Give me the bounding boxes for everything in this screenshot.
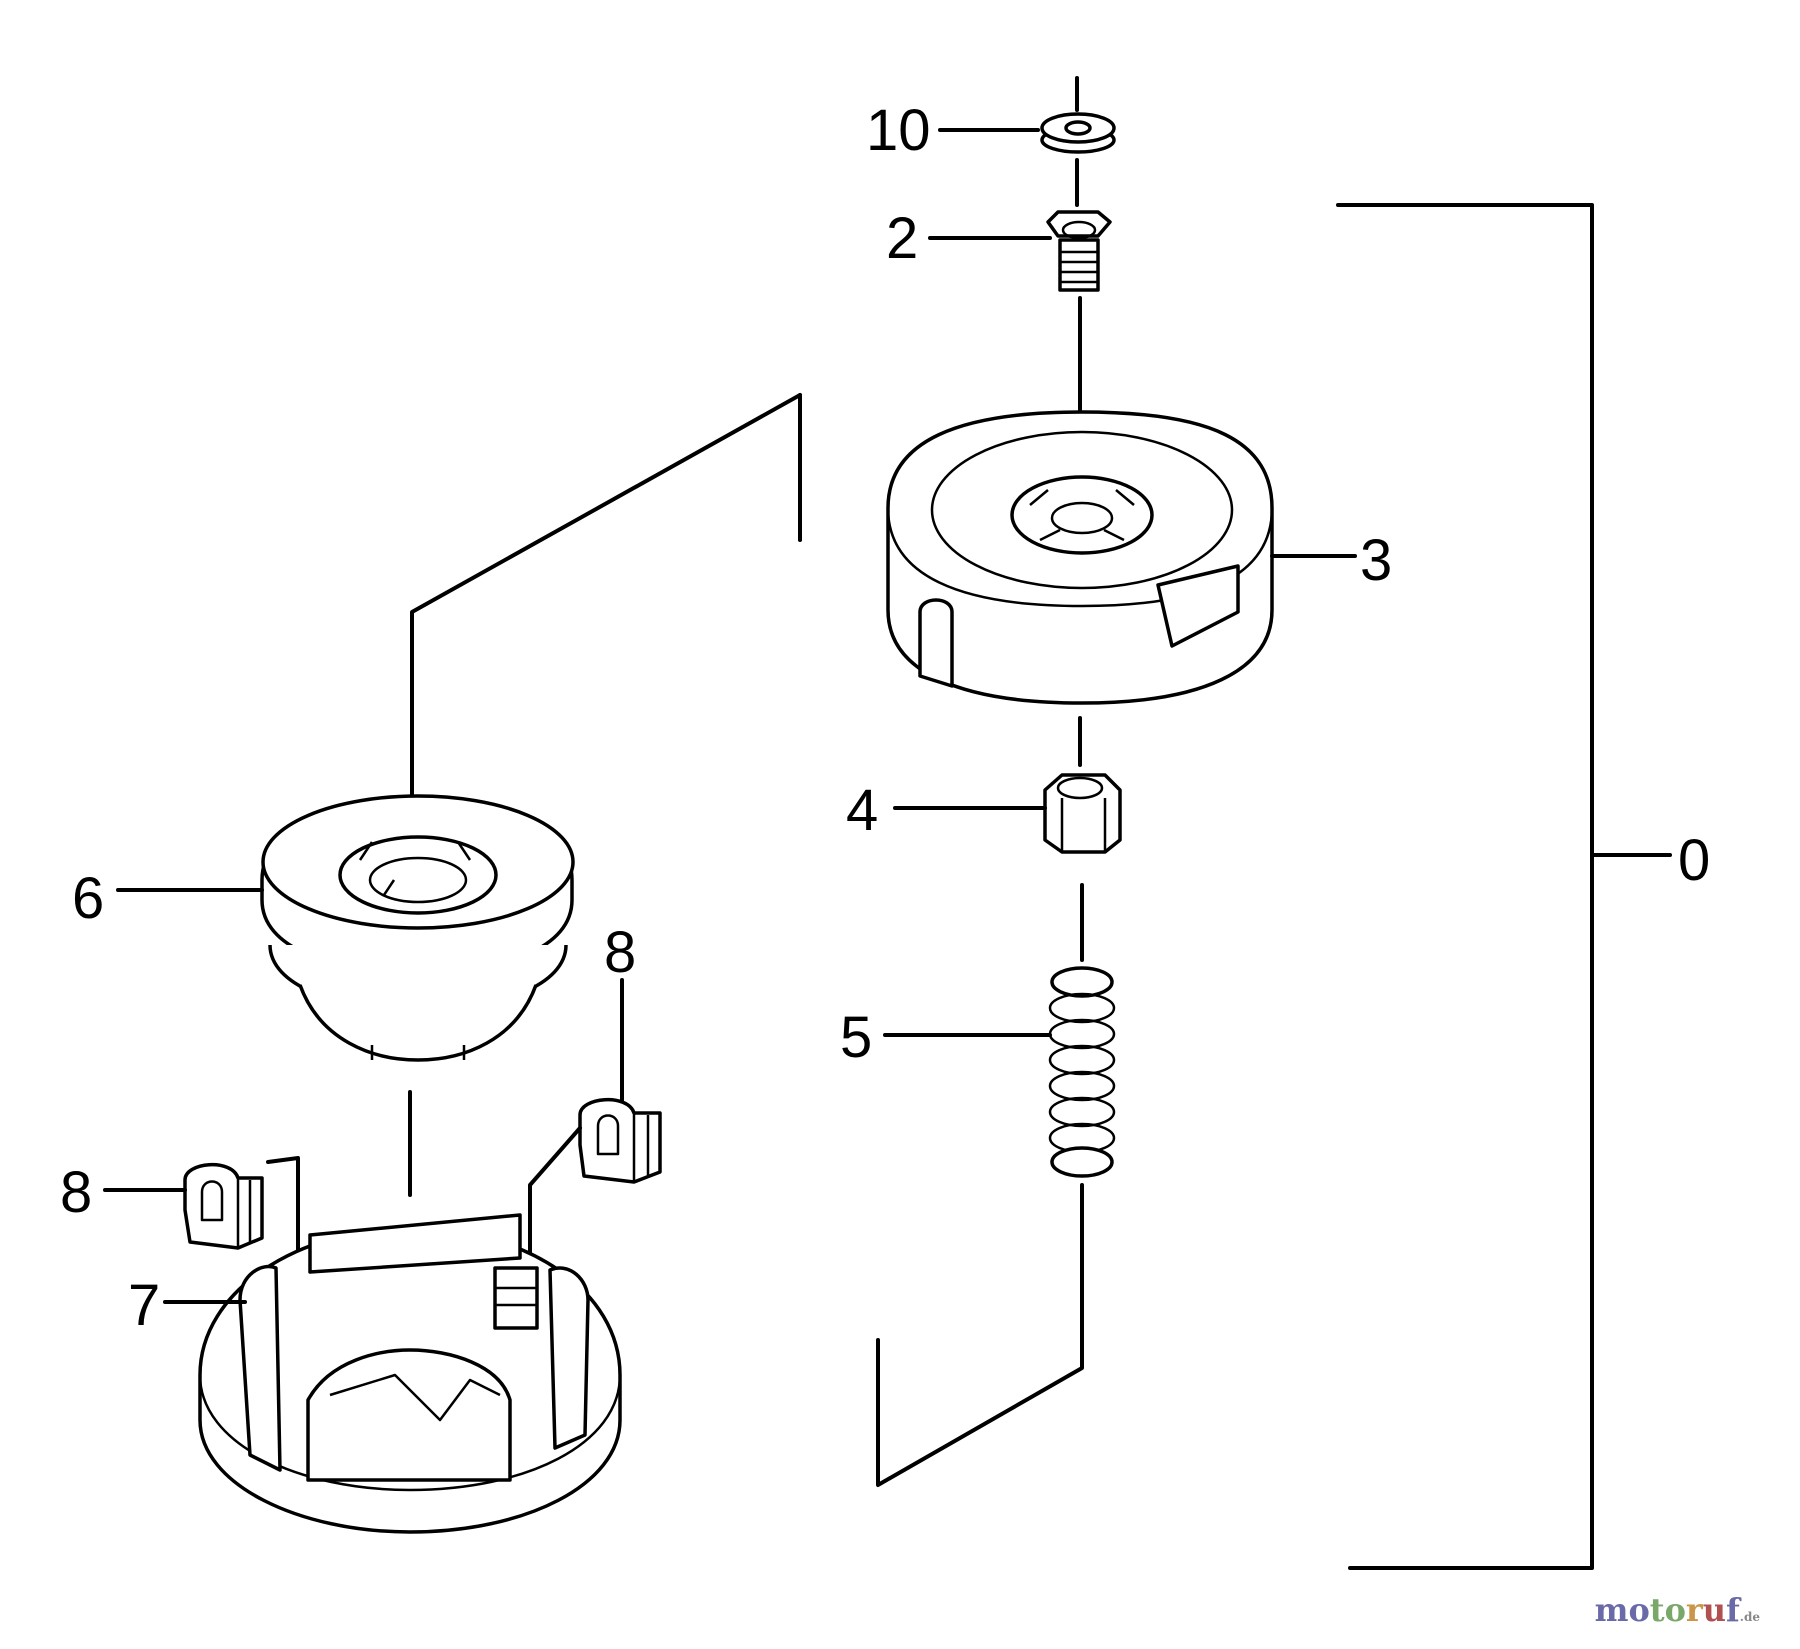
callout-3: 3 <box>1360 528 1392 593</box>
spring-part-5 <box>1048 966 1116 1178</box>
eyelet-part-8-left <box>183 1163 264 1250</box>
watermark-part: r <box>1685 1591 1703 1629</box>
callout-8-left: 8 <box>60 1160 92 1225</box>
assembly-bracket <box>1336 203 1672 1570</box>
spool-cover-part-3 <box>886 410 1274 705</box>
callout-0: 0 <box>1678 828 1710 893</box>
eyelet-part-8-right <box>578 1098 662 1184</box>
watermark-part: u <box>1702 1591 1727 1629</box>
assembly-axis-right <box>876 76 1084 1487</box>
housing-part-7 <box>198 1213 622 1534</box>
spool-part-6 <box>260 794 575 1062</box>
washer-part-10 <box>1040 112 1116 154</box>
callout-leaders <box>103 128 1357 1304</box>
callout-10: 10 <box>866 98 931 163</box>
callout-7: 7 <box>128 1273 160 1338</box>
callout-5: 5 <box>840 1005 872 1070</box>
callout-2: 2 <box>886 206 918 271</box>
watermark-part: mo <box>1594 1591 1650 1629</box>
nut-part-2 <box>1046 210 1112 292</box>
watermark-part: to <box>1649 1591 1686 1629</box>
watermark-suffix: .de <box>1739 1610 1760 1624</box>
callout-8-right: 8 <box>604 920 636 985</box>
callout-4: 4 <box>846 778 878 843</box>
site-watermark: motoruf.de <box>1595 1591 1760 1629</box>
insert-part-4 <box>1043 773 1122 854</box>
watermark-part: f <box>1726 1591 1740 1629</box>
callout-6: 6 <box>72 866 104 931</box>
